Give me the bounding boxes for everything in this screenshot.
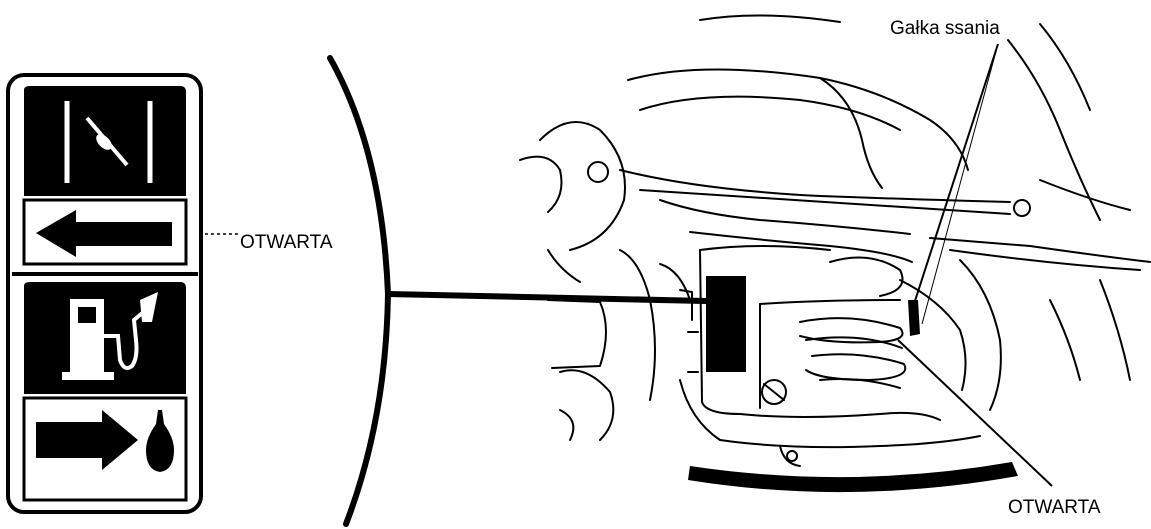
choke-decal — [8, 75, 201, 512]
open-position-label-bottom: OTWARTA — [1008, 498, 1101, 517]
leader-choke-2 — [922, 44, 998, 324]
magnifier-arc — [330, 58, 388, 524]
pointer-line — [388, 294, 706, 301]
engine-drawing — [520, 15, 1150, 466]
base-plate-band — [688, 462, 1018, 492]
engine-decal-plate — [706, 276, 746, 372]
leader-open-bottom — [898, 340, 1052, 486]
choke-knob-label: Gałka ssania — [890, 19, 1000, 38]
leader-choke — [914, 44, 998, 304]
choke-knob-tip — [908, 300, 920, 336]
open-position-label-left: OTWARTA — [240, 233, 333, 252]
